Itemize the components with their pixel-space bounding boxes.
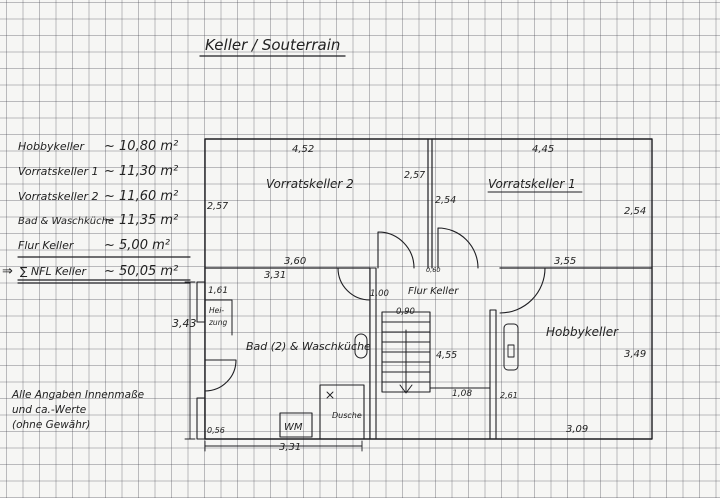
dimension-label: 0,90 bbox=[396, 307, 415, 317]
door-vorratskeller2 bbox=[377, 231, 415, 269]
dimension-label: 2,61 bbox=[500, 391, 518, 400]
area-label: Flur Keller bbox=[18, 239, 75, 252]
dimension-label: 4,45 bbox=[532, 144, 554, 155]
dimension-label: 2,54 bbox=[435, 195, 456, 206]
shower-tray bbox=[319, 384, 365, 440]
door-exterior bbox=[204, 359, 237, 392]
area-label: Bad & Waschküche bbox=[18, 216, 114, 227]
wall-flur-left bbox=[369, 267, 377, 440]
room-label-hobbykeller: Hobbykeller bbox=[546, 325, 619, 339]
total-value: ~ 50,05 m² bbox=[104, 264, 178, 279]
room-labels: Vorratskeller 2 Vorratskeller 1 Flur Kel… bbox=[208, 177, 619, 433]
area-label: Vorratskeller 2 bbox=[18, 190, 98, 203]
dimension-label: 2,57 bbox=[207, 201, 228, 212]
washing-machine bbox=[279, 412, 313, 438]
dimension-label: 4,52 bbox=[292, 144, 314, 155]
dimension-labels: 4,52 4,45 2,57 2,57 2,54 2,54 3,60 3,31 … bbox=[172, 144, 646, 453]
staircase bbox=[381, 311, 491, 394]
dimension-label: 2,57 bbox=[404, 170, 425, 181]
dimension-label: 3,31 bbox=[264, 270, 286, 281]
dimension-label: 3,60 bbox=[284, 256, 306, 267]
room-label-heizung: zung bbox=[208, 318, 227, 327]
dimension-label: 1,61 bbox=[208, 286, 228, 296]
fixture-label-dusche: Dusche bbox=[332, 411, 362, 420]
note-line: und ca.-Werte bbox=[12, 404, 86, 416]
shower-drain-icon bbox=[326, 391, 334, 399]
total-arrow: ⇒ bbox=[2, 264, 13, 279]
wall-stub-lower bbox=[196, 397, 206, 440]
wall-flur-right bbox=[489, 309, 497, 440]
dimension-label: 1,08 bbox=[452, 389, 472, 399]
washbasin-icon bbox=[354, 333, 368, 359]
dimension-label: 1,00 bbox=[370, 289, 389, 299]
room-label-bad: Bad (2) & Waschküche bbox=[246, 340, 371, 353]
dimension-label: 3,43 bbox=[172, 317, 197, 330]
room-label-vorratskeller1: Vorratskeller 1 bbox=[488, 177, 576, 191]
dimension-label: 3,55 bbox=[554, 256, 576, 267]
dimension-label: 3,49 bbox=[624, 349, 646, 360]
stair-direction-arrow bbox=[399, 384, 413, 394]
dimension-label: 4,55 bbox=[436, 350, 457, 361]
hobby-fixture-detail bbox=[507, 344, 515, 358]
disclaimer-note: Alle Angaben Innenmaße und ca.-Werte (oh… bbox=[11, 389, 144, 431]
dimension-label: 3,31 bbox=[279, 442, 301, 453]
fixtures bbox=[279, 323, 519, 440]
hobby-fixture-icon bbox=[503, 323, 519, 371]
room-label-flur: Flur Keller bbox=[408, 286, 459, 297]
door-vorratskeller1 bbox=[437, 227, 479, 269]
note-line: Alle Angaben Innenmaße bbox=[11, 389, 144, 401]
dimension-label: 0,60 bbox=[426, 266, 440, 274]
area-value: ~ 11,35 m² bbox=[104, 213, 178, 228]
room-label-vorratskeller2: Vorratskeller 2 bbox=[266, 177, 354, 191]
page-title: Keller / Souterrain bbox=[205, 36, 340, 54]
doors bbox=[204, 227, 546, 392]
area-value: ~ 11,60 m² bbox=[104, 189, 178, 204]
total-label: ∑ NFL Keller bbox=[20, 265, 88, 278]
note-line: (ohne Gewähr) bbox=[12, 419, 90, 431]
room-label-heizung: Hei- bbox=[209, 306, 224, 315]
walls bbox=[196, 138, 653, 440]
fixture-label-wm: WM bbox=[284, 422, 303, 433]
dimension-label: 3,09 bbox=[566, 424, 588, 435]
dimension-lines bbox=[184, 281, 363, 452]
area-value: ~ 5,00 m² bbox=[104, 238, 170, 253]
door-bad bbox=[337, 267, 371, 301]
area-list: Hobbykeller ~ 10,80 m² Vorratskeller 1 ~… bbox=[2, 139, 191, 284]
dimension-label: 0,56 bbox=[207, 426, 225, 435]
dimension-label: 2,54 bbox=[624, 206, 646, 217]
area-value: ~ 10,80 m² bbox=[104, 139, 178, 154]
door-hobbykeller bbox=[499, 267, 546, 314]
area-label: Hobbykeller bbox=[18, 140, 85, 153]
wall-stub-upper bbox=[196, 281, 206, 323]
area-label: Vorratskeller 1 bbox=[18, 165, 98, 178]
area-value: ~ 11,30 m² bbox=[104, 164, 178, 179]
